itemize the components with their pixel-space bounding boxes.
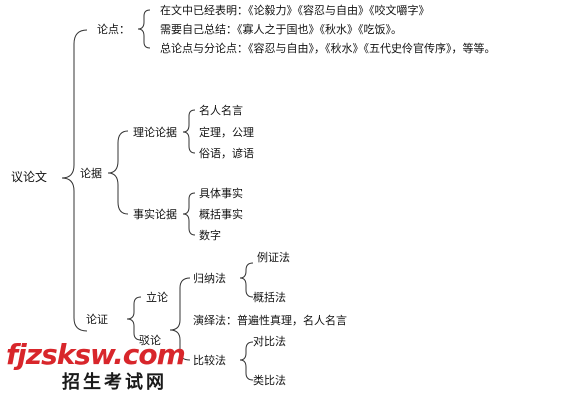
watermark-text: 招生考试网 — [62, 372, 167, 393]
guina-item-2: 概括法 — [253, 291, 286, 304]
guina-item-1: 例证法 — [257, 251, 290, 264]
theory-item-2: 定理，公理 — [199, 126, 254, 139]
theory-label: 理论论据 — [133, 126, 177, 139]
lunzheng-label: 论证 — [86, 313, 108, 326]
theory-brace — [182, 109, 196, 154]
theory-item-1: 名人名言 — [199, 104, 243, 117]
root-label: 议论文 — [11, 170, 48, 184]
guina-label: 归纳法 — [193, 272, 226, 285]
lunju-bracket — [107, 130, 129, 215]
fact-item-3: 数字 — [199, 229, 221, 242]
guina-bracket — [239, 262, 254, 298]
watermark-logo: fjzsksw.com — [6, 338, 186, 371]
bijiao-item-2: 类比法 — [253, 374, 286, 387]
fact-item-2: 概括事实 — [199, 208, 243, 221]
lundian-line-1: 在文中已经表明：《论毅力》《容忍与自由》《咬文嚼字》 — [160, 4, 430, 17]
bijiao-item-1: 对比法 — [253, 335, 286, 348]
bolun-brace — [169, 277, 191, 361]
bijiao-bracket — [239, 341, 254, 381]
fact-item-1: 具体事实 — [199, 187, 243, 200]
bolun-label: 驳论 — [139, 334, 161, 347]
lundian-label: 论点： — [97, 23, 130, 36]
lunzheng-brace — [126, 296, 142, 341]
root-bracket — [61, 29, 88, 332]
bijiao-label: 比较法 — [193, 354, 226, 367]
fact-brace — [182, 192, 196, 236]
theory-item-3: 俗语，谚语 — [199, 147, 254, 160]
lundian-brace — [137, 9, 151, 49]
fact-label: 事实论据 — [133, 208, 177, 221]
yanyi-label: 演绎法：普遍性真理，名人名言 — [193, 314, 347, 327]
lundian-line-2: 需要自己总结：《寡人之于国也》《秋水》《吃饭》。 — [160, 23, 402, 36]
lilun-label: 立论 — [146, 291, 168, 304]
lunju-label: 论据 — [80, 167, 102, 180]
lundian-line-3: 总论点与分论点：《容忍与自由》，《秋水》《五代史伶官传序》，等等。 — [160, 42, 496, 55]
